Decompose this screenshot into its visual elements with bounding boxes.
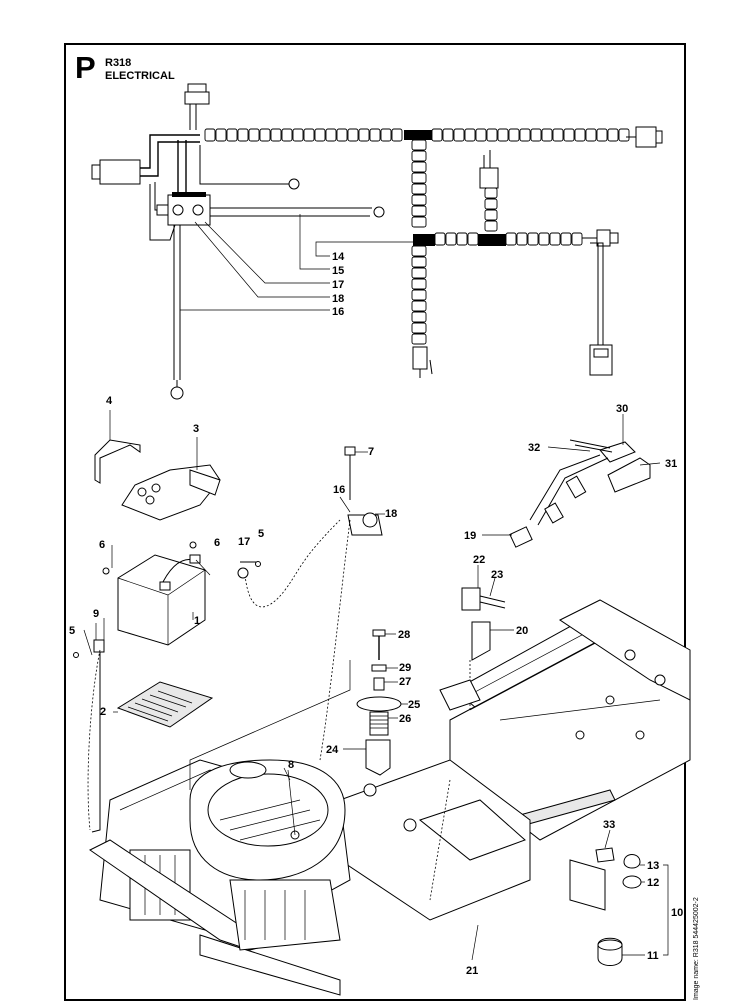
callout-5: 5 — [258, 528, 264, 540]
callout-12: 12 — [647, 877, 659, 889]
callout-3: 3 — [193, 423, 199, 435]
callout-2: 2 — [100, 706, 106, 718]
section-letter: P — [75, 50, 96, 85]
fastener-stack — [343, 629, 408, 776]
drawing-frame — [64, 43, 686, 1001]
callout-5: 5 — [69, 625, 75, 637]
diagram-title: ELECTRICAL — [105, 70, 175, 82]
battery-group — [73, 410, 341, 833]
callout-16: 16 — [333, 484, 345, 496]
callout-1: 1 — [194, 615, 200, 627]
callout-31: 31 — [665, 458, 677, 470]
callout-29: 29 — [399, 662, 411, 674]
callout-4: 4 — [106, 395, 113, 407]
callout-9: 9 — [93, 608, 99, 620]
callout-17: 17 — [332, 279, 344, 291]
callout-20: 20 — [516, 625, 528, 637]
switch-harness-group — [482, 414, 661, 548]
callout-24: 24 — [326, 744, 339, 756]
callout-6: 6 — [214, 537, 220, 549]
callout-15: 15 — [332, 265, 344, 277]
callout-8: 8 — [288, 759, 294, 771]
callout-13: 13 — [647, 860, 659, 872]
callout-18: 18 — [385, 508, 397, 520]
callout-17: 17 — [238, 536, 250, 548]
callout-7: 7 — [368, 446, 374, 458]
callout-16: 16 — [332, 306, 344, 318]
callout-27: 27 — [399, 676, 411, 688]
tractor-frame — [89, 599, 691, 996]
callout-19: 19 — [464, 530, 476, 542]
ignition-switch-group — [319, 446, 385, 761]
callout-11: 11 — [647, 950, 659, 962]
callout-32: 32 — [528, 442, 540, 454]
callout-25: 25 — [408, 699, 420, 711]
callout-26: 26 — [399, 713, 411, 725]
callout-6: 6 — [99, 539, 105, 551]
callout-30: 30 — [616, 403, 628, 415]
callout-18: 18 — [332, 293, 344, 305]
image-name-caption: Image name: R318 544425002-2 — [693, 897, 700, 1000]
wiring-harness — [91, 83, 663, 400]
callout-33: 33 — [603, 819, 615, 831]
callout-21: 21 — [466, 965, 478, 977]
callout-28: 28 — [398, 629, 410, 641]
callout-22: 22 — [473, 554, 485, 566]
model-name: R318 — [105, 57, 132, 69]
callout-23: 23 — [491, 569, 503, 581]
callout-10: 10 — [671, 907, 683, 919]
callout-14: 14 — [332, 251, 345, 263]
